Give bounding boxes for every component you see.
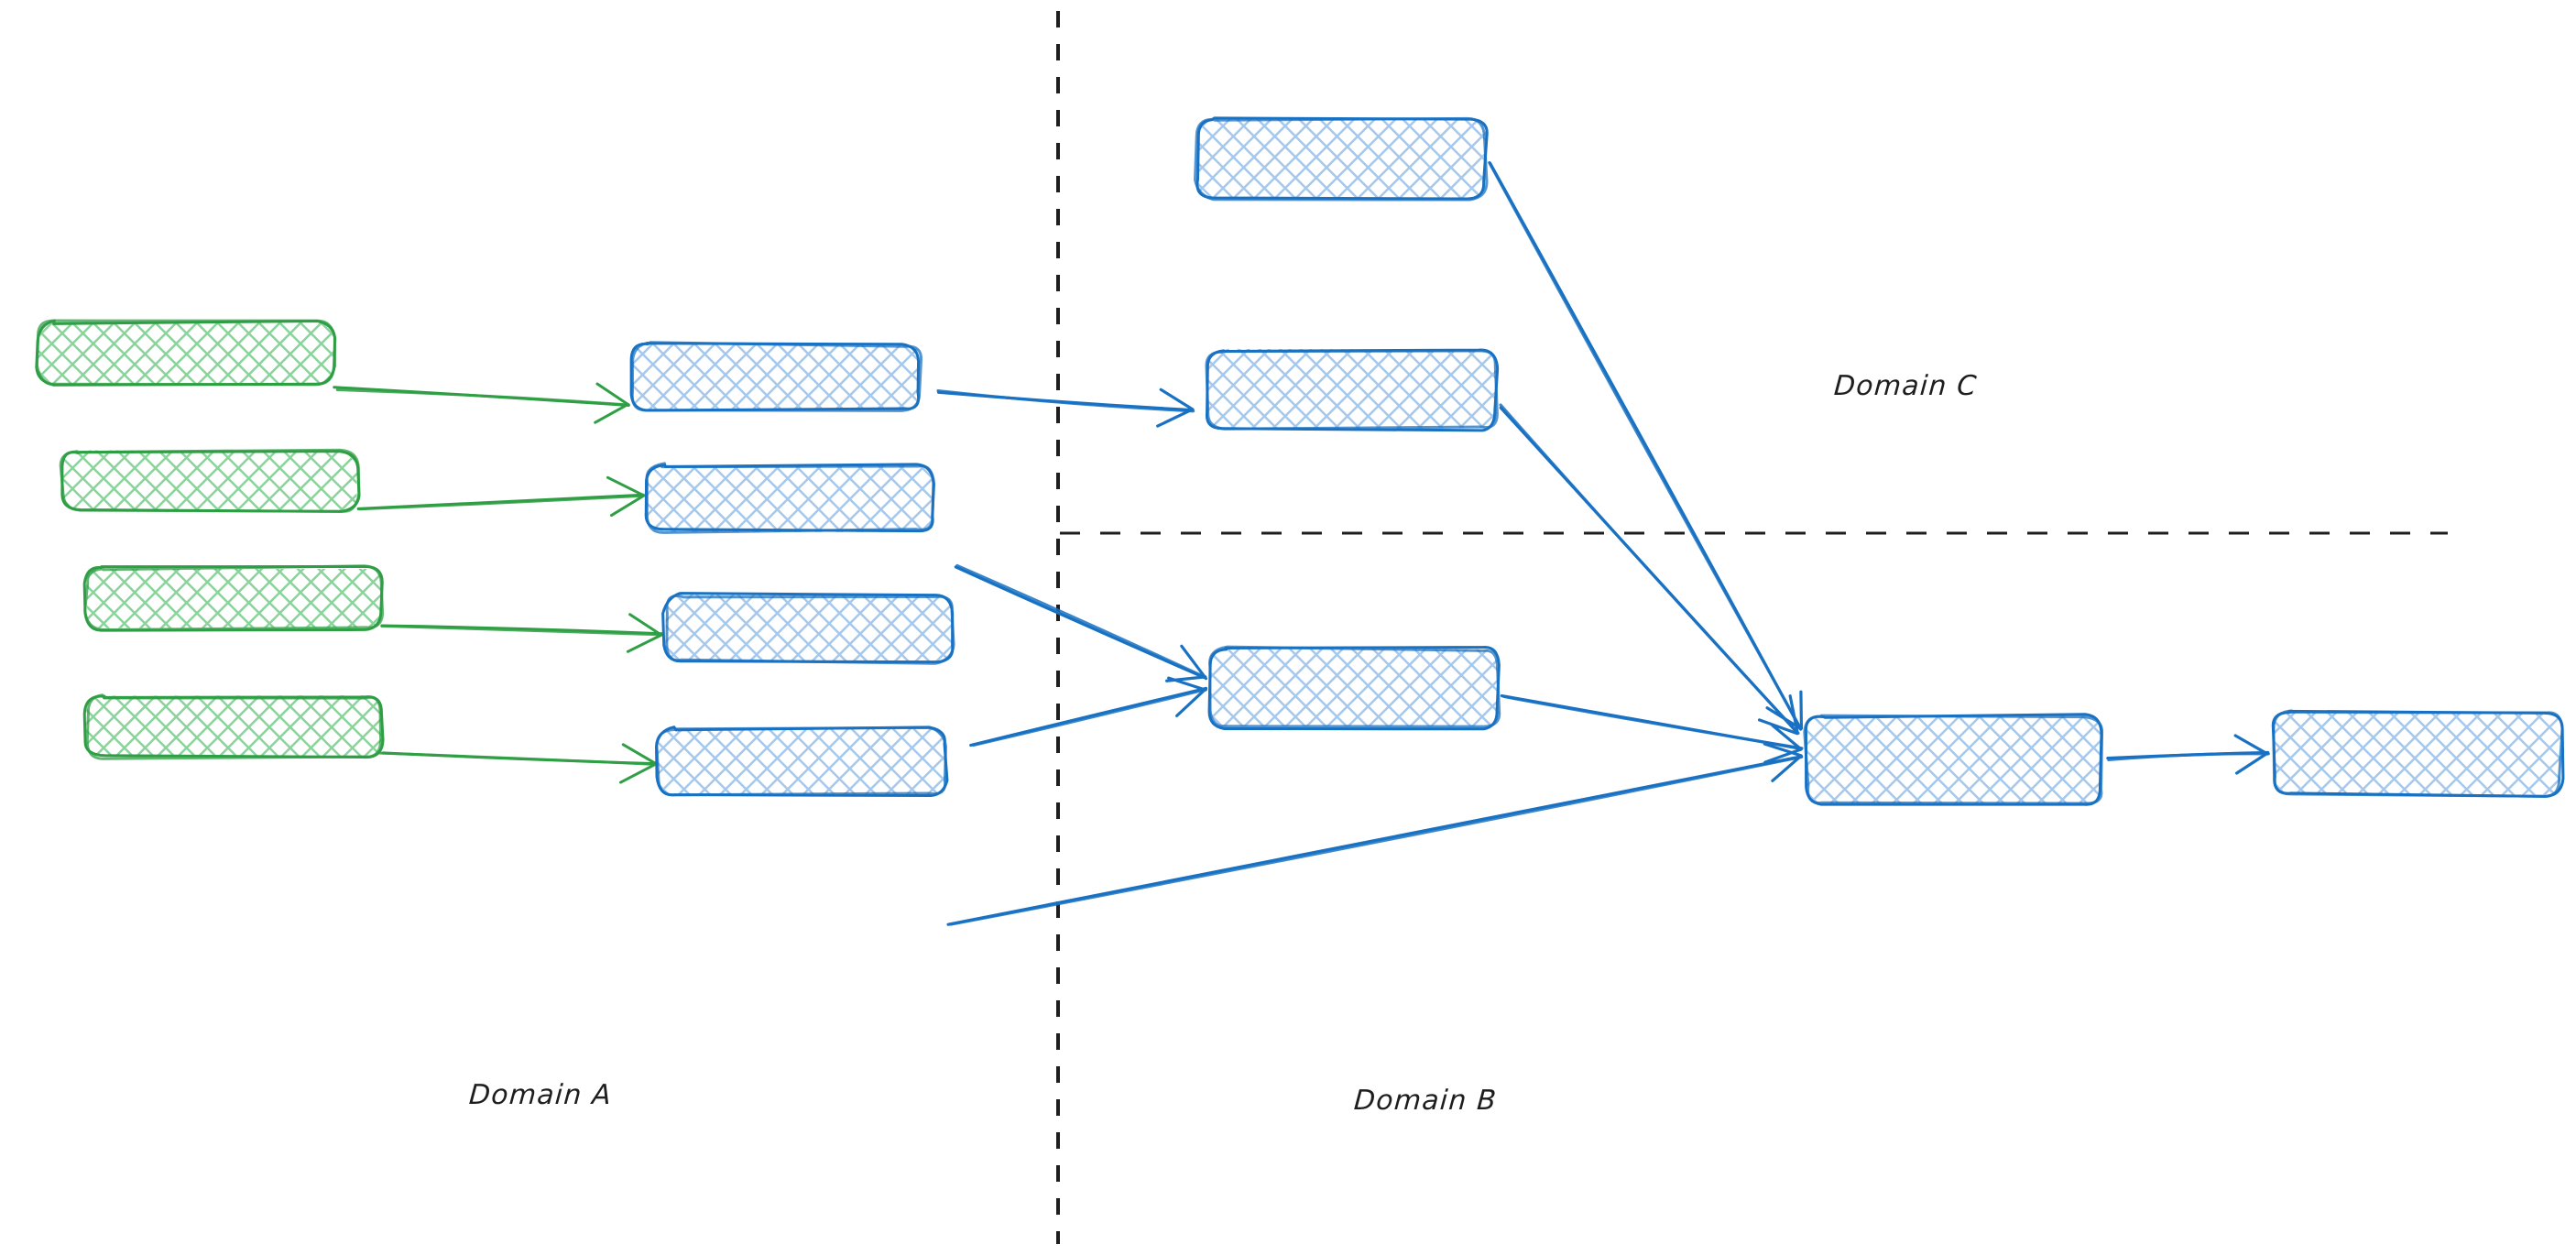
edge-arrowhead-upper (1771, 754, 1803, 782)
edge-d1-e1 (2106, 734, 2270, 775)
label-domain-a: Domain A (467, 1079, 614, 1111)
edge-shaft (335, 388, 630, 407)
label-domain-c: Domain C (1832, 370, 1979, 402)
edge-c1-d1 (1488, 160, 1804, 731)
node-fill (61, 450, 357, 512)
node-fill (665, 594, 954, 662)
node-fill (2272, 712, 2562, 795)
edge-shaft (2107, 752, 2270, 762)
edge-a2-b2 (356, 475, 646, 518)
edge-c3-d1 (1500, 693, 1804, 764)
edge-b4-d1 (946, 742, 1804, 926)
node-fill (1207, 348, 1499, 430)
node-fill (1806, 715, 2102, 805)
node-outline (1803, 714, 2104, 805)
node-d1[interactable] (1803, 713, 2104, 806)
node-fill (630, 344, 921, 410)
node-c1[interactable] (1194, 116, 1489, 202)
edge-a4-b4 (378, 743, 659, 784)
node-b1[interactable] (629, 341, 923, 412)
edge-arrowhead-upper (594, 402, 629, 424)
edge-shaft (1488, 160, 1803, 730)
divider-layer (1056, 11, 2448, 1244)
node-outline (83, 564, 385, 631)
edge-a3-b3 (380, 613, 664, 653)
label-domain-b: Domain B (1352, 1085, 1499, 1117)
node-outline (2272, 709, 2564, 798)
edge-arrowhead-lower (1167, 676, 1207, 692)
edge-arrowhead-lower (1159, 387, 1195, 411)
node-b3[interactable] (661, 592, 955, 665)
edge-shaft (955, 563, 1206, 679)
edge-arrowhead-lower (595, 382, 630, 406)
edge-shaft (357, 494, 645, 511)
node-outline (1208, 645, 1501, 728)
edge-shaft (1502, 694, 1804, 750)
node-outline (85, 693, 383, 760)
node-c3[interactable] (1207, 645, 1501, 731)
node-e1[interactable] (2271, 709, 2565, 798)
node-b2[interactable] (644, 462, 936, 534)
node-outline (655, 726, 947, 797)
edge-shaft (380, 624, 664, 637)
edge-shaft (378, 751, 659, 766)
edge-arrowhead-upper (2235, 751, 2269, 775)
node-a2[interactable] (59, 448, 361, 513)
node-outline (630, 341, 923, 412)
node-c2[interactable] (1205, 348, 1500, 432)
edge-arrowhead-upper (1763, 748, 1802, 764)
edge-arrowhead-lower (1771, 724, 1803, 751)
node-a3[interactable] (82, 564, 385, 632)
edge-c2-d1 (1499, 403, 1800, 736)
edge-arrowhead-lower (2233, 734, 2269, 756)
edge-arrowhead-upper (1757, 718, 1799, 736)
edge-b2-c3 (954, 563, 1208, 682)
edge-arrowhead-lower (628, 613, 662, 636)
node-fill (1208, 649, 1501, 727)
node-outline (1194, 116, 1489, 202)
node-fill (38, 321, 334, 384)
edge-arrowhead-upper (1156, 408, 1194, 428)
edge-b1-c2 (936, 387, 1195, 428)
edge-arrowhead-lower (621, 743, 658, 766)
node-fill (86, 567, 382, 628)
edge-shaft (971, 688, 1208, 748)
node-outline (645, 462, 936, 534)
node-outline (35, 319, 337, 387)
edge-arrowhead-upper (1175, 688, 1206, 717)
edge-arrowhead-lower (606, 475, 645, 497)
node-b4[interactable] (655, 726, 949, 798)
node-fill (645, 464, 934, 532)
edge-arrowhead-lower (1788, 694, 1799, 734)
node-a4[interactable] (82, 693, 385, 760)
node-layer (35, 116, 2565, 806)
edge-b3-c3 (969, 676, 1208, 748)
node-outline (1205, 349, 1499, 431)
edge-shaft (1499, 403, 1800, 735)
node-fill (657, 728, 946, 795)
node-fill (85, 695, 382, 758)
edge-arrowhead-upper (609, 494, 646, 518)
edge-arrowhead-lower (1799, 690, 1804, 730)
edge-arrowhead-lower (1763, 742, 1803, 758)
node-outline (59, 448, 361, 513)
node-outline (665, 594, 955, 665)
edge-shaft (949, 755, 1804, 926)
node-a1[interactable] (35, 319, 337, 387)
edge-a1-b1 (333, 382, 630, 424)
edge-layer (333, 160, 2270, 926)
edge-arrowhead-upper (626, 633, 663, 653)
edge-shaft (936, 388, 1195, 413)
edge-arrowhead-lower (1180, 644, 1208, 681)
edge-arrowhead-upper (619, 762, 658, 784)
node-fill (1196, 119, 1487, 199)
